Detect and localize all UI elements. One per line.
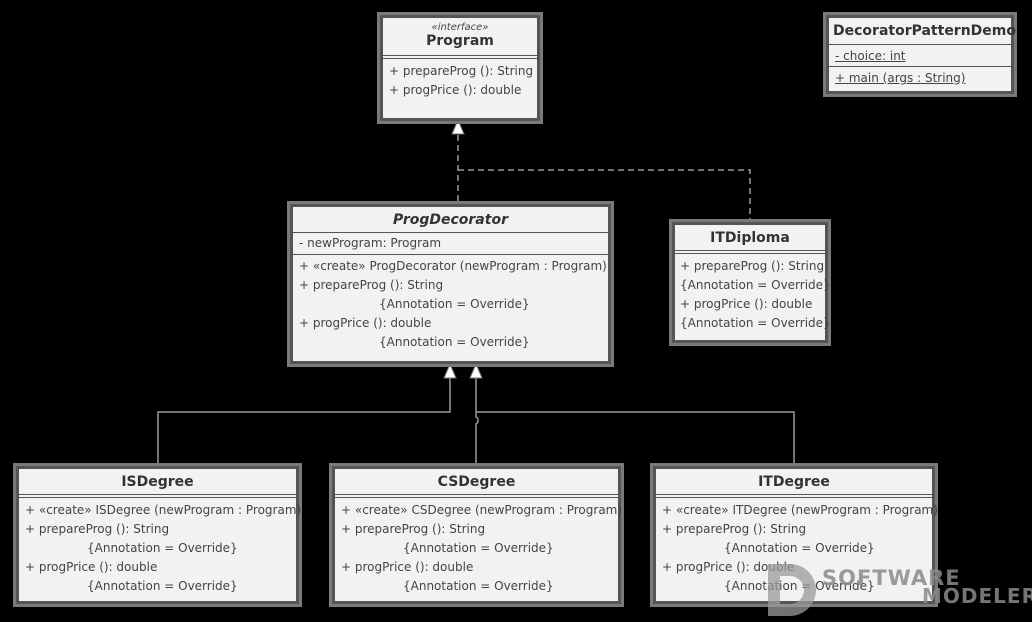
separator: [675, 253, 825, 254]
operation: + prepareProg (): String: [389, 64, 534, 78]
operation: + prepareProg (): String: [680, 259, 825, 273]
annotation: {Annotation = Override}: [724, 541, 875, 555]
separator: [293, 232, 608, 233]
software-modeler-watermark: SOFTWARE MODELER: [764, 560, 1032, 622]
it-diploma-operations: + prepareProg (): String {Annotation = O…: [675, 254, 831, 336]
separator: [829, 44, 1011, 45]
it-degree-name: ITDegree: [758, 474, 830, 490]
realization-connectors: [457, 135, 751, 223]
annotation: {Annotation = Override}: [87, 541, 238, 555]
operation: + «create» ProgDecorator (newProgram : P…: [299, 259, 607, 273]
operation: + «create» ITDegree (newProgram : Progra…: [662, 503, 938, 517]
operation: + «create» ISDegree (newProgram : Progra…: [25, 503, 302, 517]
is-degree-operations: + «create» ISDegree (newProgram : Progra…: [19, 498, 302, 599]
watermark-line1: SOFTWARE: [822, 566, 961, 590]
operation: + prepareProg (): String: [662, 522, 807, 536]
it-diploma-name: ITDiploma: [710, 230, 790, 246]
operation: + progPrice (): double: [662, 560, 795, 574]
demo-name: DecoratorPatternDemo: [833, 23, 1017, 39]
operation: + prepareProg (): String: [299, 278, 444, 292]
software-modeler-logo-icon: [768, 564, 816, 616]
annotation: {Annotation = Override}: [680, 278, 831, 292]
class-it-degree[interactable]: ITDegree + «create» ITDegree (newProgram…: [653, 466, 938, 604]
annotation: {Annotation = Override}: [403, 579, 554, 593]
watermark-line2: MODELER: [922, 584, 1032, 608]
class-cs-degree[interactable]: CSDegree + «create» CSDegree (newProgram…: [332, 466, 623, 604]
prog-decorator-name: ProgDecorator: [393, 212, 508, 228]
operation: + progPrice (): double: [341, 560, 474, 574]
cs-degree-operations: + «create» CSDegree (newProgram : Progra…: [335, 498, 623, 599]
program-operations: + prepareProg (): String + progPrice ():…: [383, 59, 537, 103]
separator: [335, 497, 618, 498]
class-prog-decorator[interactable]: ProgDecorator - newProgram: Program + «c…: [290, 204, 611, 364]
class-it-diploma[interactable]: ITDiploma + prepareProg (): String {Anno…: [672, 222, 831, 343]
is-degree-name: ISDegree: [121, 474, 194, 490]
prog-decorator-operations: + «create» ProgDecorator (newProgram : P…: [293, 255, 608, 355]
operation: + progPrice (): double: [299, 316, 432, 330]
operation: + progPrice (): double: [680, 297, 813, 311]
operation: + progPrice (): double: [25, 560, 158, 574]
operation: + progPrice (): double: [389, 83, 522, 97]
attribute: - newProgram: Program: [299, 236, 442, 250]
separator: [19, 497, 296, 498]
operation: + prepareProg (): String: [341, 522, 486, 536]
realization-arrowhead: [451, 118, 465, 135]
operation: + prepareProg (): String: [25, 522, 170, 536]
it-degree-operations: + «create» ITDegree (newProgram : Progra…: [656, 498, 938, 599]
separator: [383, 55, 537, 56]
annotation: {Annotation = Override}: [680, 316, 831, 330]
program-stereotype: «interface»: [431, 22, 489, 33]
generalization-connectors: [157, 378, 795, 467]
annotation: {Annotation = Override}: [379, 335, 530, 349]
separator: [335, 494, 618, 495]
generalization-arrowhead-2: [469, 362, 483, 379]
annotation: {Annotation = Override}: [379, 297, 530, 311]
operation: + main (args : String): [835, 71, 966, 85]
separator: [829, 66, 1011, 67]
demo-attributes: - choice: int: [829, 45, 1011, 66]
separator: [293, 254, 608, 255]
class-is-degree[interactable]: ISDegree + «create» ISDegree (newProgram…: [16, 466, 302, 604]
class-decorator-pattern-demo[interactable]: DecoratorPatternDemo - choice: int + mai…: [826, 15, 1017, 94]
class-program[interactable]: «interface» Program + prepareProg (): St…: [380, 15, 540, 121]
annotation: {Annotation = Override}: [403, 541, 554, 555]
separator: [383, 58, 537, 59]
separator: [675, 250, 825, 251]
annotation: {Annotation = Override}: [724, 579, 875, 593]
separator: [19, 494, 296, 495]
program-name: Program: [426, 33, 494, 49]
cs-degree-name: CSDegree: [437, 474, 516, 490]
generalization-arrowhead-1: [443, 362, 457, 379]
separator: [656, 494, 932, 495]
operation: + «create» CSDegree (newProgram : Progra…: [341, 503, 623, 517]
separator: [656, 497, 932, 498]
prog-decorator-attributes: - newProgram: Program: [293, 233, 608, 254]
demo-operations: + main (args : String): [829, 67, 1011, 91]
annotation: {Annotation = Override}: [87, 579, 238, 593]
attribute: - choice: int: [835, 49, 906, 63]
